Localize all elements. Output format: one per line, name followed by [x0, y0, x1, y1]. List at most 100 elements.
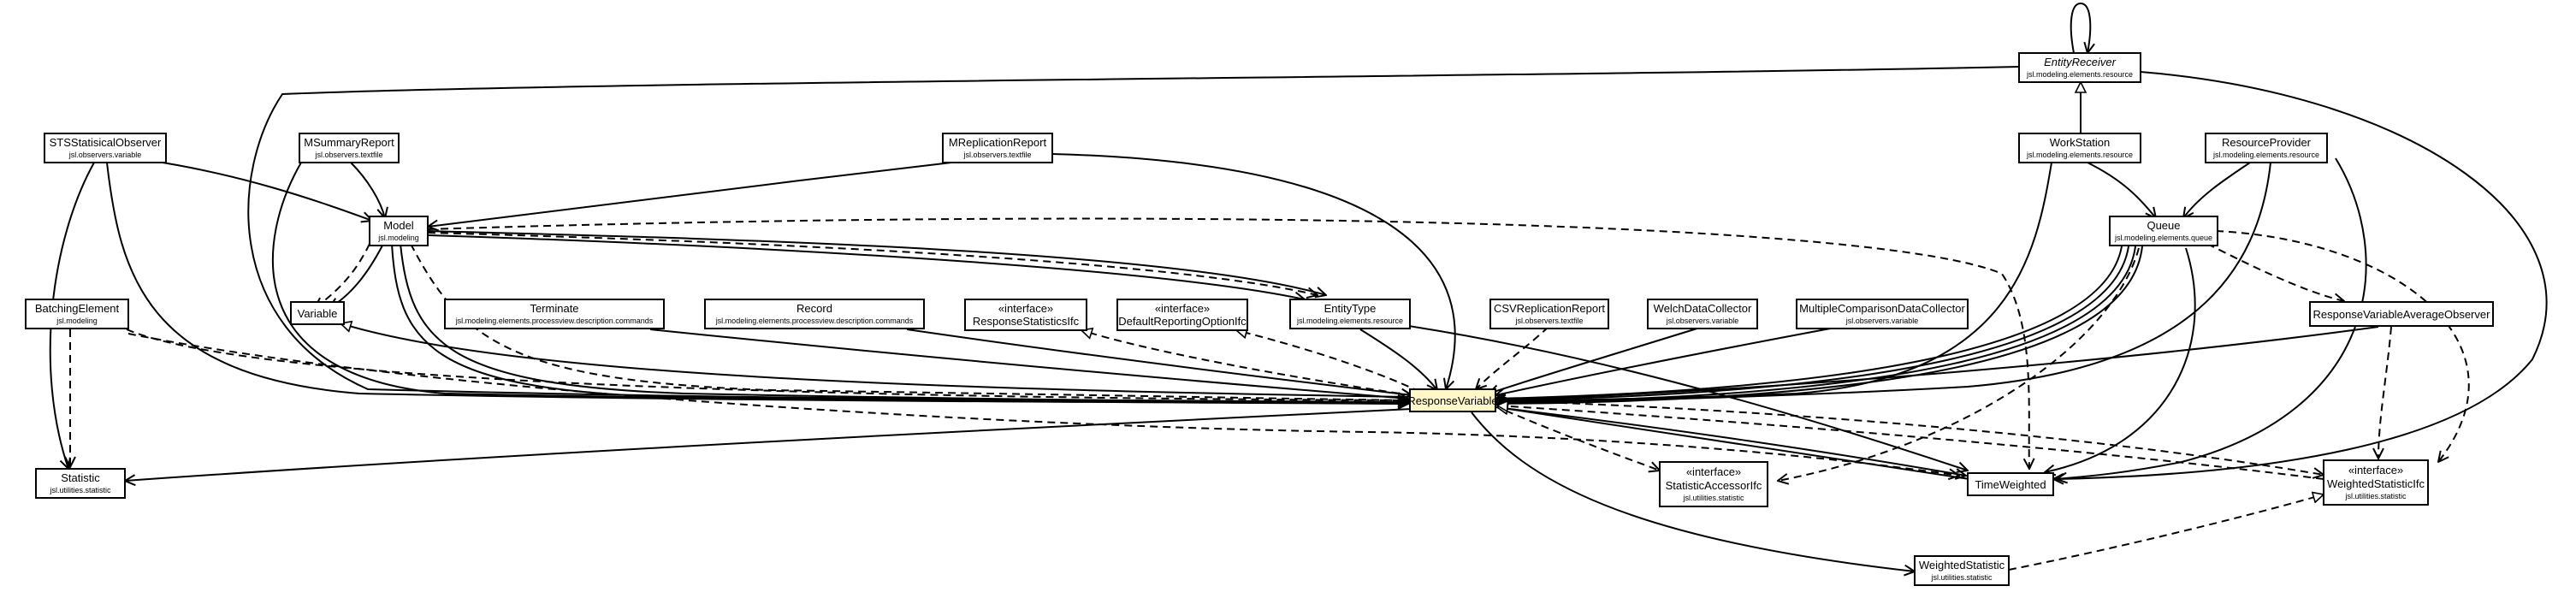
- stereotype: «interface»: [1686, 465, 1741, 478]
- class-statistic[interactable]: Statistic jsl.utilities.statistic: [35, 468, 126, 499]
- class-name: ResourceProvider: [2222, 136, 2312, 149]
- class-name: ResponseVariable: [1407, 394, 1497, 407]
- edge-sts-model: [162, 162, 372, 221]
- class-mreplicationreport[interactable]: MReplicationReport jsl.observers.textfil…: [942, 133, 1053, 163]
- edge-multiple-responsevariable: [1495, 326, 1840, 395]
- edge-mreplication-responsevariable: [1051, 153, 1456, 389]
- class-statisticaccessorifc[interactable]: «interface» StatisticAccessorIfc jsl.uti…: [1659, 461, 1768, 507]
- class-name: Model: [383, 219, 414, 232]
- edge-model-variable: [329, 243, 384, 308]
- edge-msummary-model: [350, 162, 385, 218]
- class-entitytype[interactable]: EntityType jsl.modeling.elements.resourc…: [1289, 299, 1411, 329]
- class-stsstatisicalobserver[interactable]: STSStatisicalObserver jsl.observers.vari…: [44, 133, 167, 163]
- edge-queue-responsevariable-1: [1495, 246, 2123, 399]
- edge-model-entitytype-dashed: [427, 232, 1318, 295]
- edge-resourceprovider-queue: [2183, 162, 2251, 218]
- class-name: Terminate: [530, 302, 578, 315]
- class-name: Statistic: [61, 471, 100, 484]
- edge-responsevariable-variable: [341, 323, 1409, 398]
- class-workstation[interactable]: WorkStation jsl.modeling.elements.resour…: [2018, 133, 2141, 163]
- edge-queue-responsevariable-3: [1495, 246, 2136, 403]
- class-name: Queue: [2147, 219, 2180, 232]
- edge-workstation-queue: [2087, 162, 2156, 218]
- class-variable[interactable]: Variable: [290, 301, 345, 325]
- edge-weightedstatisticifc-responsevariable: [1497, 406, 2324, 480]
- edge-entitytype-timeweighted: [1402, 324, 1968, 471]
- class-defaultreportingoptionifc[interactable]: «interface» DefaultReportingOptionIfc: [1116, 299, 1248, 331]
- edge-model-timeweighted: [427, 217, 2029, 469]
- package-name: jsl.utilities.statistic: [49, 486, 111, 494]
- edge-model-responsevariable-1: [400, 243, 1408, 402]
- class-batchingelement[interactable]: BatchingElement jsl.modeling: [25, 299, 129, 329]
- edge-entityreceiver-responsevariable: [247, 66, 2020, 402]
- edge-responsevariable-statistic: [125, 408, 1412, 481]
- class-responsestatisticsifc[interactable]: «interface» ResponseStatisticsIfc: [964, 299, 1087, 331]
- edge-msummary-responsevariable: [271, 162, 1408, 402]
- edge-queue-responsevariable-2: [1495, 246, 2129, 400]
- class-weightedstatisticifc[interactable]: «interface» WeightedStatisticIfc jsl.uti…: [2323, 459, 2429, 506]
- class-name: DefaultReportingOptionIfc: [1118, 315, 1247, 328]
- class-name: WorkStation: [2050, 136, 2111, 149]
- edge-queue-rvaobserver: [2206, 243, 2344, 301]
- classes: EntityReceiver jsl.modeling.elements.res…: [25, 52, 2494, 586]
- class-record[interactable]: Record jsl.modeling.elements.processview…: [704, 299, 925, 329]
- class-name: MReplicationReport: [949, 136, 1047, 149]
- package-name: jsl.observers.variable: [1666, 317, 1739, 325]
- class-name: TimeWeighted: [1975, 478, 2046, 491]
- edge-resourceprovider-responsevariable: [1495, 162, 2271, 404]
- edge-batching-timeweighted: [127, 333, 1959, 476]
- package-name: jsl.modeling.elements.queue: [2114, 234, 2212, 242]
- edge-queue-statisticaccessorifc: [1778, 247, 2140, 481]
- package-name: jsl.modeling.elements.processview.descri…: [715, 317, 914, 325]
- edge-welch-responsevariable: [1489, 326, 1703, 394]
- class-name: BatchingElement: [35, 302, 120, 315]
- edge-responsevariable-defaultreportingoptionifc: [1236, 330, 1421, 393]
- class-name: EntityType: [1324, 302, 1377, 315]
- class-multiplecomparisondatacollector[interactable]: MultipleComparisonDataCollector jsl.obse…: [1796, 299, 1969, 329]
- package-name: jsl.modeling: [56, 317, 98, 325]
- class-welchdatacollector[interactable]: WelchDataCollector jsl.observers.variabl…: [1647, 299, 1758, 329]
- class-queue[interactable]: Queue jsl.modeling.elements.queue: [2109, 216, 2218, 246]
- class-name: MultipleComparisonDataCollector: [1799, 302, 1965, 315]
- edge-terminate-responsevariable: [649, 329, 1408, 399]
- package-name: jsl.observers.textfile: [962, 151, 1031, 159]
- edge-csv-responsevariable: [1476, 326, 1549, 389]
- edge-model-entitytype-2: [427, 234, 1305, 299]
- edge-queue-responsevariable-4: [1495, 246, 2143, 405]
- edge-responsevariable-responsestatisticsifc: [1081, 330, 1412, 396]
- stereotype: «interface»: [998, 302, 1053, 315]
- edge-entitytype-responsevariable: [1359, 329, 1437, 390]
- class-terminate[interactable]: Terminate jsl.modeling.elements.processv…: [444, 299, 665, 329]
- class-weightedstatistic[interactable]: WeightedStatistic jsl.utilities.statisti…: [1914, 555, 2010, 586]
- class-name: WelchDataCollector: [1654, 302, 1752, 315]
- class-name: MSummaryReport: [304, 136, 394, 149]
- edge-rvaobserver-responsevariable: [1495, 326, 2379, 400]
- edge-model-entitytype: [427, 230, 1326, 295]
- edge-responsevariable-weightedstatistic: [1471, 411, 1915, 571]
- stereotype: «interface»: [2348, 464, 2403, 477]
- package-name: jsl.utilities.statistic: [1682, 494, 1744, 502]
- edge-entityreceiver-self: [2070, 2, 2091, 53]
- edge-batching-responsevariable: [126, 329, 1408, 400]
- package-name: jsl.modeling.elements.resource: [2026, 70, 2133, 79]
- edge-mreplication-model: [428, 162, 952, 227]
- package-name: jsl.utilities.statistic: [2344, 492, 2407, 500]
- package-name: jsl.observers.textfile: [1514, 317, 1583, 325]
- class-csvreplicationreport[interactable]: CSVReplicationReport jsl.observers.textf…: [1489, 299, 1609, 329]
- class-model[interactable]: Model jsl.modeling: [369, 216, 429, 246]
- class-resourceprovider[interactable]: ResourceProvider jsl.modeling.elements.r…: [2205, 133, 2328, 163]
- edge-responsevariable-timeweighted: [1495, 406, 1966, 476]
- class-msummaryreport[interactable]: MSummaryReport jsl.observers.textfile: [299, 133, 400, 163]
- edge-responsevariable-statisticaccessorifc: [1505, 410, 1660, 471]
- class-responsevariable[interactable]: ResponseVariable: [1407, 388, 1498, 412]
- package-name: jsl.modeling.elements.processview.descri…: [455, 317, 654, 325]
- class-responsevariableaverageobserver[interactable]: ResponseVariableAverageObserver: [2309, 301, 2494, 327]
- edge-resourceprovider-timeweighted: [2057, 157, 2367, 479]
- edge-weightedstatistic-weightedstatisticifc: [2008, 494, 2324, 571]
- class-name: ResponseVariableAverageObserver: [2313, 308, 2491, 321]
- class-timeweighted[interactable]: TimeWeighted: [1967, 472, 2054, 496]
- class-entityreceiver[interactable]: EntityReceiver jsl.modeling.elements.res…: [2018, 52, 2141, 83]
- edge-sts-responsevariable: [106, 162, 1408, 404]
- stereotype: «interface»: [1155, 302, 1210, 315]
- package-name: jsl.modeling: [377, 234, 419, 242]
